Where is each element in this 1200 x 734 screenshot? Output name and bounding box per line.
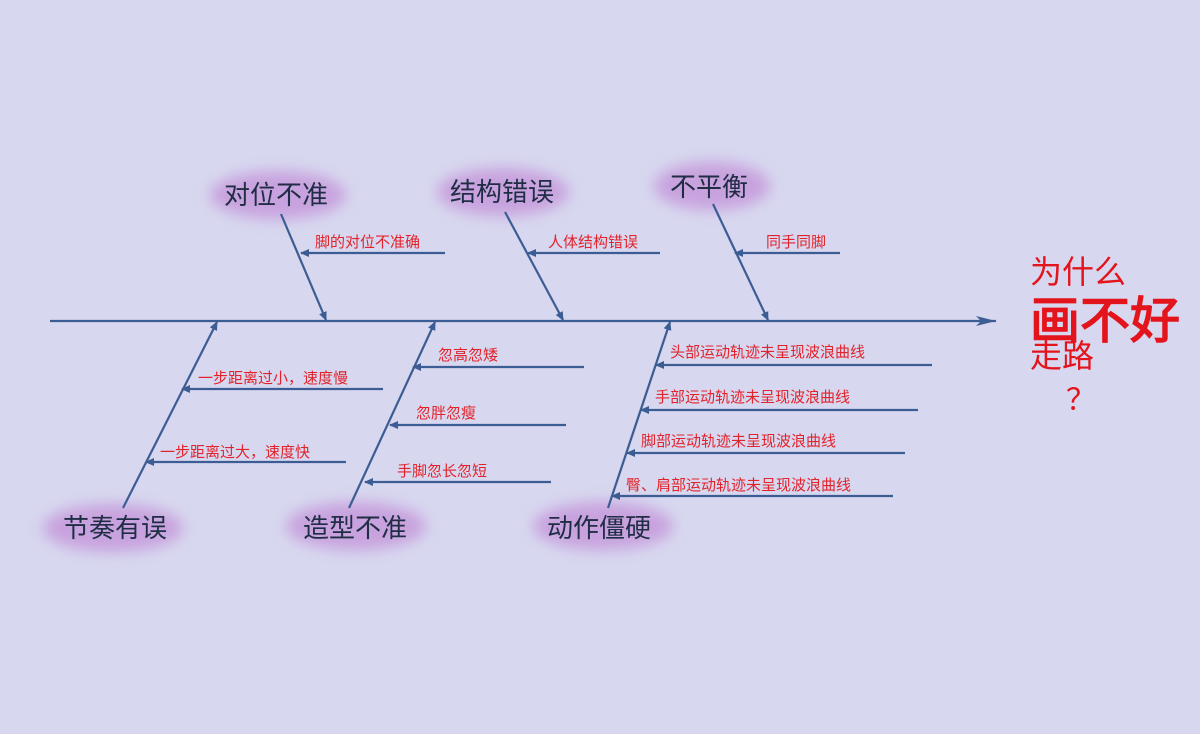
question-mark: ？ [1066, 383, 1096, 418]
cause-label: 人体结构错误 [548, 233, 638, 251]
bone-bottom-2: 造型不准 忽高忽矮 忽胖忽瘦 手脚忽长忽短 [303, 321, 584, 544]
highlight-blob [437, 168, 569, 216]
cause-label: 手脚忽长忽短 [397, 462, 487, 480]
highlight-blob [654, 162, 770, 210]
question-line-2: 画不好 [1030, 292, 1180, 350]
bone-bottom-3: 动作僵硬 头部运动轨迹未呈现波浪曲线 手部运动轨迹未呈现波浪曲线 脚部运动轨迹未… [547, 321, 932, 544]
category-bone [348, 321, 436, 509]
cause-label: 忽高忽矮 [438, 346, 498, 364]
cause-label: 脚的对位不准确 [315, 233, 420, 251]
category-label: 不平衡 [670, 173, 748, 203]
cause-label: 脚部运动轨迹未呈现波浪曲线 [641, 432, 836, 450]
cause-label: 一步距离过小，速度慢 [198, 369, 348, 387]
category-bone [504, 211, 564, 321]
category-highlights [43, 162, 770, 552]
bone-top-2: 结构错误 人体结构错误 [450, 178, 660, 321]
cause-label: 臀、肩部运动轨迹未呈现波浪曲线 [626, 476, 851, 494]
question-line-1: 为什么 [1030, 253, 1126, 291]
cause-label: 手部运动轨迹未呈现波浪曲线 [655, 388, 850, 406]
question-line-3: 走路 [1030, 337, 1094, 375]
highlight-blob [210, 171, 346, 219]
category-bone [606, 321, 672, 509]
category-label: 造型不准 [303, 514, 407, 544]
highlight-blob [286, 502, 426, 550]
category-bone [279, 213, 328, 321]
bone-top-1: 对位不准 脚的对位不准确 [224, 181, 445, 321]
category-label: 动作僵硬 [547, 514, 651, 544]
category-bone [712, 203, 769, 321]
category-label: 节奏有误 [63, 514, 167, 544]
highlight-blob [43, 504, 183, 552]
cause-label: 头部运动轨迹未呈现波浪曲线 [670, 343, 865, 361]
category-label: 结构错误 [450, 178, 554, 208]
cause-label: 忽胖忽瘦 [416, 404, 476, 422]
cause-label: 一步距离过大，速度快 [160, 443, 310, 461]
cause-label: 同手同脚 [766, 233, 826, 251]
highlight-blob [533, 502, 673, 550]
problem-statement: 为什么 画不好 走路 ？ [1030, 253, 1180, 418]
category-bone [122, 321, 218, 509]
bone-top-3: 不平衡 同手同脚 [670, 173, 840, 321]
bone-bottom-1: 节奏有误 一步距离过小，速度慢 一步距离过大，速度快 [63, 321, 383, 544]
category-label: 对位不准 [224, 181, 328, 211]
